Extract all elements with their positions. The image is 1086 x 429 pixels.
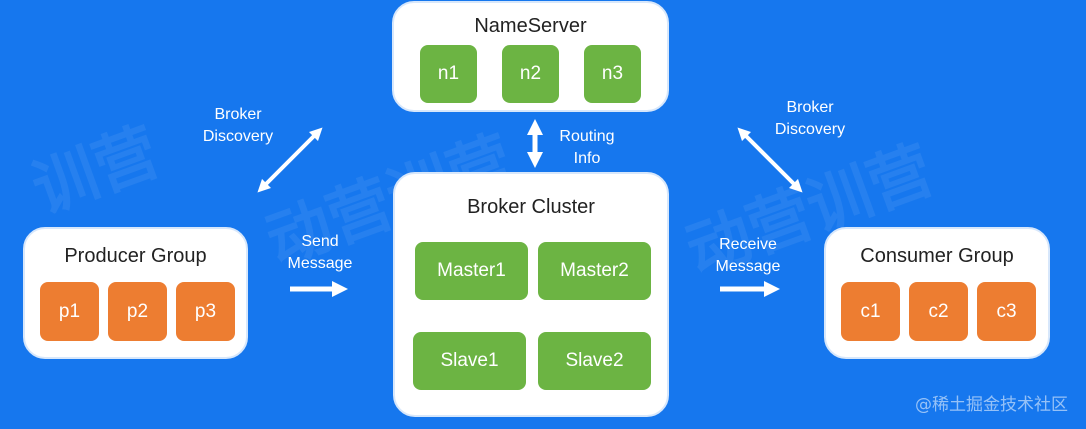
consumer-group-title: Consumer Group bbox=[860, 245, 1014, 267]
producer-group-title: Producer Group bbox=[64, 245, 207, 267]
consumer-node: c3 bbox=[977, 282, 1036, 341]
nameserver-node: n3 bbox=[584, 45, 641, 103]
juejin-watermark: @稀土掘金技术社区 bbox=[915, 395, 1068, 415]
routing-info-label: Routing Info bbox=[559, 128, 615, 167]
nameserver-node: n2 bbox=[502, 45, 559, 103]
producer-group-box: Producer Group p1 p2 p3 bbox=[23, 227, 248, 359]
broker-cluster-box: Broker Cluster Master1 Master2 Slave1 Sl… bbox=[393, 172, 669, 417]
broker-discovery-right-arrow bbox=[737, 127, 803, 193]
consumer-node: c2 bbox=[909, 282, 968, 341]
master-node: Master1 bbox=[415, 242, 528, 300]
send-message-label: Send Message bbox=[287, 233, 353, 272]
broker-discovery-left-label: Broker Discovery bbox=[202, 106, 274, 145]
slave-node: Slave1 bbox=[413, 332, 526, 390]
slave-node: Slave2 bbox=[538, 332, 651, 390]
broker-cluster-title: Broker Cluster bbox=[467, 196, 595, 218]
broker-discovery-right-label: Broker Discovery bbox=[774, 99, 846, 138]
nameserver-box: NameServer n1 n2 n3 bbox=[392, 1, 669, 112]
consumer-group-box: Consumer Group c1 c2 c3 bbox=[824, 227, 1050, 359]
producer-node: p2 bbox=[108, 282, 167, 341]
consumer-node: c1 bbox=[841, 282, 900, 341]
receive-message-label: Receive Message bbox=[715, 236, 781, 275]
master-node: Master2 bbox=[538, 242, 651, 300]
producer-node: p1 bbox=[40, 282, 99, 341]
nameserver-title: NameServer bbox=[474, 15, 587, 37]
broker-discovery-left-arrow bbox=[257, 127, 323, 193]
nameserver-node: n1 bbox=[420, 45, 477, 103]
producer-node: p3 bbox=[176, 282, 235, 341]
